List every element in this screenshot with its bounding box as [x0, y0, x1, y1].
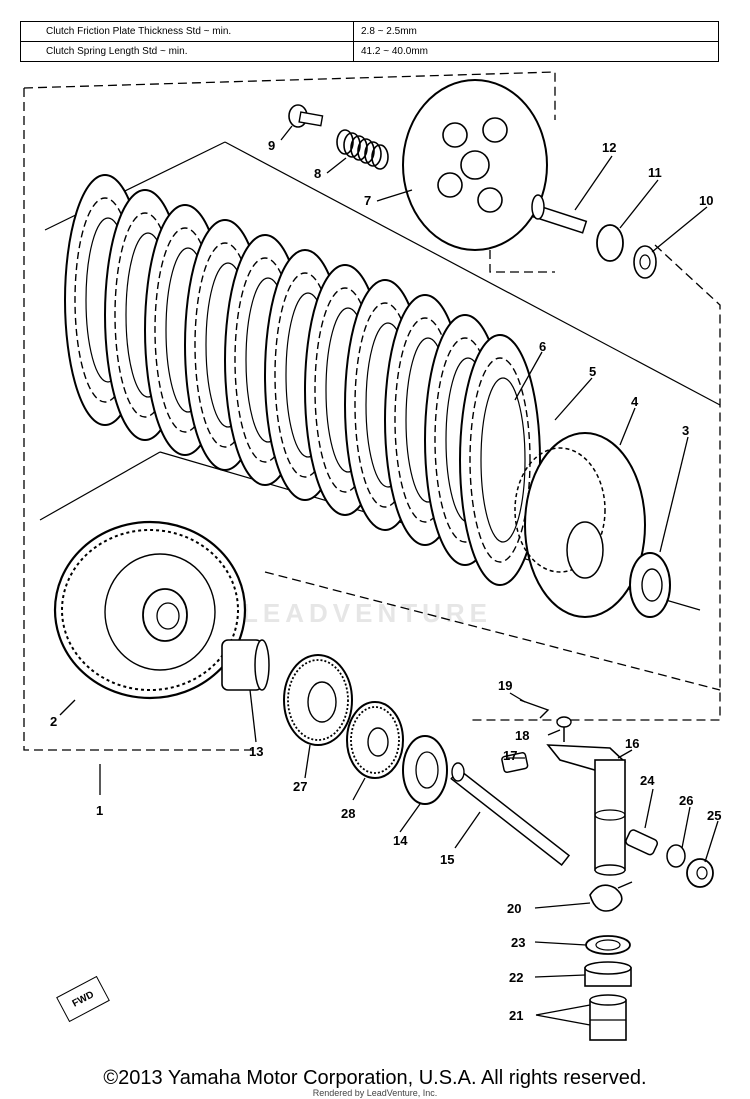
pressure-plate — [402, 79, 548, 251]
primary-driven-gear — [53, 520, 247, 700]
callout-15: 15 — [440, 852, 454, 867]
bolt — [288, 104, 324, 128]
spacer — [221, 639, 270, 691]
spec-row: Clutch Spring Length Std ~ min. 41.2 ~ 4… — [20, 41, 719, 62]
callout-16: 16 — [625, 736, 639, 751]
push-rod-assembly — [531, 194, 657, 279]
callout-2: 2 — [50, 714, 57, 729]
copyright-notice: ©2013 Yamaha Motor Corporation, U.S.A. A… — [103, 1067, 647, 1089]
callout-8: 8 — [314, 166, 321, 181]
callout-19: 19 — [498, 678, 512, 693]
callout-17: 17 — [503, 748, 517, 763]
callout-24: 24 — [640, 773, 655, 788]
callout-7: 7 — [364, 193, 371, 208]
callout-10: 10 — [699, 193, 713, 208]
spec-table: Clutch Friction Plate Thickness Std ~ mi… — [20, 21, 719, 62]
callout-23: 23 — [511, 935, 525, 950]
callout-4: 4 — [631, 394, 639, 409]
callout-12: 12 — [602, 140, 616, 155]
washer — [402, 735, 448, 805]
gear-28 — [346, 701, 404, 779]
callout-3: 3 — [682, 423, 689, 438]
callout-1: 1 — [96, 803, 103, 818]
clutch-spring — [336, 129, 389, 170]
callout-9: 9 — [268, 138, 275, 153]
callout-labels: 1 2 3 4 5 6 7 8 9 10 11 12 13 14 15 16 1… — [50, 138, 721, 1023]
lower-shaft-parts — [584, 881, 633, 1041]
callout-13: 13 — [249, 744, 263, 759]
push-rod — [450, 762, 571, 866]
rendered-by-note: Rendered by LeadVenture, Inc. — [312, 1088, 438, 1098]
callout-14: 14 — [393, 833, 408, 848]
adjuster-assembly — [625, 829, 714, 888]
clutch-boss — [514, 432, 646, 618]
gear-27 — [283, 654, 353, 746]
thrust-washer — [629, 552, 671, 618]
release-lever — [501, 699, 627, 876]
callout-6: 6 — [539, 339, 546, 354]
callout-20: 20 — [507, 901, 521, 916]
callout-27: 27 — [293, 779, 307, 794]
callout-18: 18 — [515, 728, 529, 743]
callout-11: 11 — [648, 165, 662, 180]
callout-25: 25 — [707, 808, 721, 823]
fwd-label: FWD — [70, 988, 96, 1010]
callout-5: 5 — [589, 364, 596, 379]
callout-21: 21 — [509, 1008, 523, 1023]
callout-28: 28 — [341, 806, 355, 821]
watermark: LEADVENTURE — [242, 598, 493, 628]
callout-22: 22 — [509, 970, 523, 985]
assembly-boundary — [23, 71, 721, 751]
leader-lines — [59, 125, 719, 1026]
spec-value: 41.2 ~ 40.0mm — [353, 41, 719, 62]
callout-26: 26 — [679, 793, 693, 808]
